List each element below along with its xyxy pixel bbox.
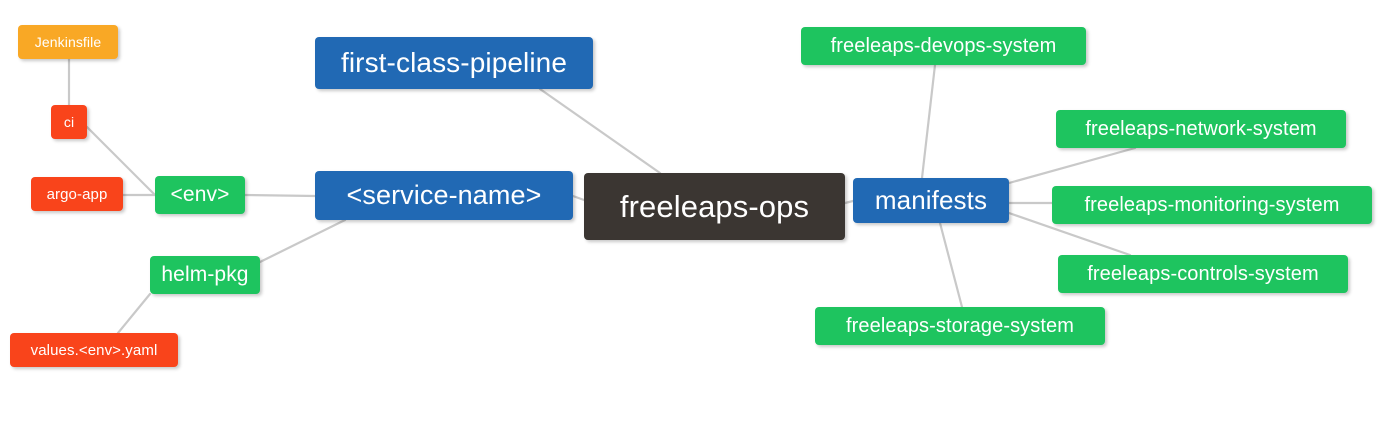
edge-freeleaps-ops-to-manifests	[843, 199, 855, 205]
edge-service-name-to-freeleaps-ops	[571, 194, 586, 202]
node-service-name[interactable]: <service-name>	[315, 171, 573, 220]
edge-manifests-to-storage	[938, 221, 964, 309]
edge-manifests-to-devops	[920, 63, 937, 180]
node-freeleaps-ops[interactable]: freeleaps-ops	[584, 173, 845, 240]
node-network[interactable]: freeleaps-network-system	[1056, 110, 1346, 148]
edge-manifests-to-network	[1007, 146, 1137, 185]
node-env[interactable]: <env>	[155, 176, 245, 214]
edge-env-to-service-name	[243, 193, 317, 198]
node-helm-pkg[interactable]: helm-pkg	[150, 256, 260, 294]
edge-values-yaml-to-helm-pkg	[116, 292, 152, 335]
node-manifests[interactable]: manifests	[853, 178, 1009, 223]
edge-helm-pkg-to-service-name	[258, 218, 347, 264]
node-controls[interactable]: freeleaps-controls-system	[1058, 255, 1348, 293]
node-values-yaml[interactable]: values.<env>.yaml	[10, 333, 178, 367]
node-storage[interactable]: freeleaps-storage-system	[815, 307, 1105, 345]
node-jenkinsfile[interactable]: Jenkinsfile	[18, 25, 118, 59]
node-ci[interactable]: ci	[51, 105, 87, 139]
edge-first-class-to-freeleaps-ops	[538, 87, 662, 175]
node-monitoring[interactable]: freeleaps-monitoring-system	[1052, 186, 1372, 224]
node-first-class[interactable]: first-class-pipeline	[315, 37, 593, 89]
node-devops[interactable]: freeleaps-devops-system	[801, 27, 1086, 65]
node-argo-app[interactable]: argo-app	[31, 177, 123, 211]
